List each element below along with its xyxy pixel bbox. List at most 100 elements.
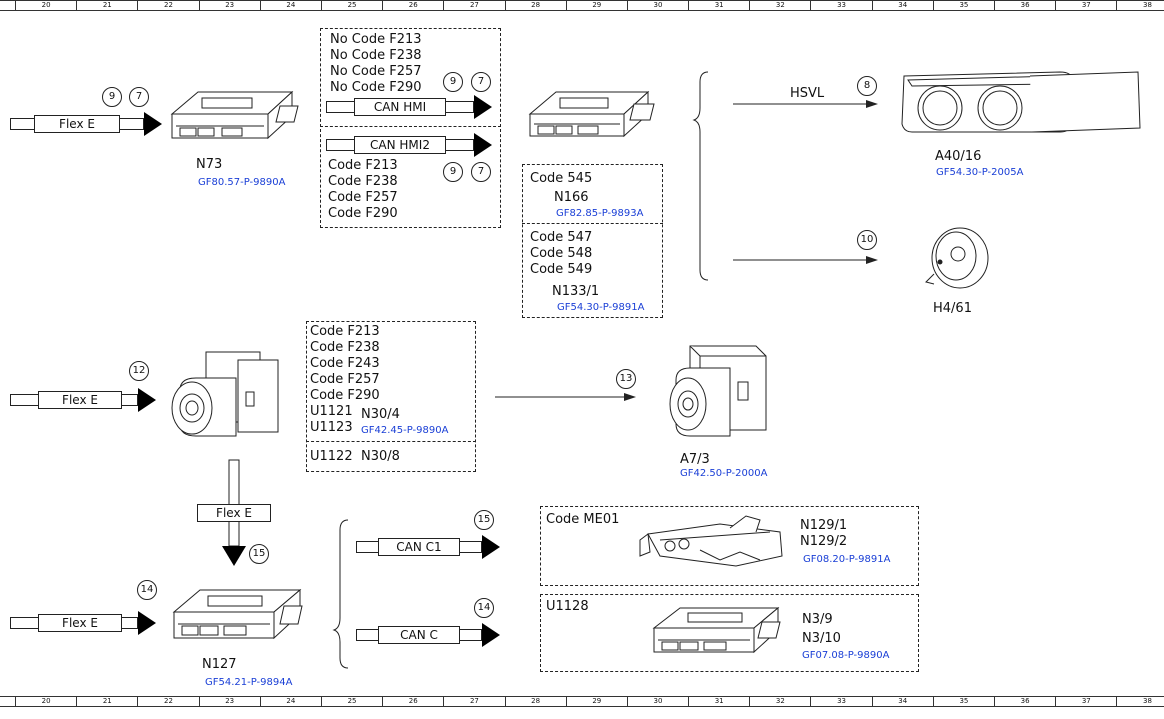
n133-ref-link[interactable]: GF54.30-P-9891A [557, 302, 645, 313]
ruler-cell: 23 [198, 1, 260, 10]
n30-4-ref-link[interactable]: GF42.45-P-9890A [361, 425, 449, 436]
flex-e-arrow-n73: Flex E [10, 112, 162, 136]
flex-e-label: Flex E [38, 391, 122, 409]
ruler-cell: 37 [1055, 1, 1116, 10]
code-box-n129 [540, 506, 919, 586]
ruler-cell: 29 [565, 1, 627, 10]
badge-15: 15 [474, 510, 494, 530]
badge-14: 14 [137, 580, 157, 600]
flex-e-label: Flex E [34, 115, 120, 133]
h4-name: H4/61 [933, 301, 972, 316]
badge-7: 7 [471, 162, 491, 182]
divider [306, 441, 476, 442]
instrument-cluster-icon [901, 71, 1141, 133]
can-c-arrow: CAN C [356, 623, 500, 647]
n73-name: N73 [196, 157, 223, 172]
a7-ref-link[interactable]: GF42.50-P-2000A [680, 468, 768, 479]
brace-left-group [332, 519, 349, 669]
code-box-n30 [306, 321, 476, 472]
divider [320, 126, 501, 127]
badge-15: 15 [249, 544, 269, 564]
code-box-n166-n133 [522, 164, 663, 318]
ruler-cell: 36 [994, 697, 1055, 706]
ruler-cell: 25 [320, 697, 382, 706]
n133-name: N133/1 [552, 284, 600, 299]
code-545-label: Code 545 [530, 171, 593, 186]
hsvl-label: HSVL [790, 86, 825, 101]
n30-4-name: N30/4 [361, 407, 400, 422]
ruler-cell: 38 [1116, 697, 1164, 706]
badge-14: 14 [474, 598, 494, 618]
can-c-label: CAN C [378, 626, 460, 644]
n129-1-name: N129/1 [800, 518, 848, 533]
flex-e-vertical-label: Flex E [197, 504, 271, 522]
brace-right-group [692, 71, 709, 281]
ruler-cell: 35 [932, 697, 994, 706]
can-hmi-arrow: CAN HMI [326, 95, 492, 119]
n129-ref-link[interactable]: GF08.20-P-9891A [803, 554, 891, 565]
n30-8-name: N30/8 [361, 449, 400, 464]
ruler-cell: 20 [15, 697, 76, 706]
ruler-cell: 34 [871, 1, 933, 10]
ruler-cell: 27 [443, 697, 504, 706]
ruler-cell: 21 [76, 1, 137, 10]
ruler-cell: 32 [749, 697, 810, 706]
can-hmi2-label: CAN HMI2 [354, 136, 446, 154]
ruler-cell: 27 [443, 1, 504, 10]
code-me01: Code ME01 [546, 512, 620, 527]
ruler-cell: 28 [504, 697, 566, 706]
ruler-cell: 23 [198, 697, 260, 706]
ruler-cell: 32 [749, 1, 810, 10]
code-u1128: U1128 [546, 599, 589, 614]
code-box-n3 [540, 594, 919, 672]
n127-name: N127 [202, 657, 237, 672]
n129-2-name: N129/2 [800, 534, 848, 549]
badge-13: 13 [616, 369, 636, 389]
can-hmi2-arrow: CAN HMI2 [326, 133, 492, 157]
badge-8: 8 [857, 76, 877, 96]
ruler-cell: 21 [76, 697, 137, 706]
can-c1-label: CAN C1 [378, 538, 460, 556]
ruler-cell: 33 [810, 1, 871, 10]
badge-7: 7 [471, 72, 491, 92]
can-hmi-label: CAN HMI [354, 98, 446, 116]
flex-e-arrow-n30: Flex E [10, 388, 156, 412]
n127-ref-link[interactable]: GF54.21-P-9894A [205, 677, 293, 688]
divider [522, 223, 663, 224]
flex-e-label: Flex E [38, 614, 122, 632]
badge-7: 7 [129, 87, 149, 107]
ruler-cell: 25 [320, 1, 382, 10]
ruler-cell: 22 [137, 697, 198, 706]
a40-name: A40/16 [935, 149, 982, 164]
ruler-cell: 34 [871, 697, 933, 706]
ruler-cell: 22 [137, 1, 198, 10]
a7-name: A7/3 [680, 452, 710, 467]
n166-name: N166 [554, 190, 589, 205]
ruler-cell: 29 [565, 697, 627, 706]
ruler-cell: 31 [688, 697, 749, 706]
a40-ref-link[interactable]: GF54.30-P-2005A [936, 167, 1024, 178]
n73-ref-link[interactable]: GF80.57-P-9890A [198, 177, 286, 188]
n166-ref-link[interactable]: GF82.85-P-9893A [556, 208, 644, 219]
hmi-module-icon [528, 90, 655, 138]
badge-9: 9 [102, 87, 122, 107]
ruler-cell: 24 [259, 697, 321, 706]
ruler-cell: 35 [932, 1, 994, 10]
badge-9: 9 [443, 72, 463, 92]
badge-12: 12 [129, 361, 149, 381]
brake-booster-icon [669, 345, 767, 437]
abs-unit-icon [171, 351, 279, 437]
ruler-cell: 20 [15, 1, 76, 10]
n129-module-icon [639, 515, 783, 567]
ruler-cell: 30 [626, 1, 688, 10]
n73-module-icon [170, 90, 299, 140]
ruler-cell: 33 [810, 697, 871, 706]
n3-ref-link[interactable]: GF07.08-P-9890A [802, 650, 890, 661]
code-u1122: U1122 [310, 449, 353, 464]
ruler-cell: 24 [259, 1, 321, 10]
